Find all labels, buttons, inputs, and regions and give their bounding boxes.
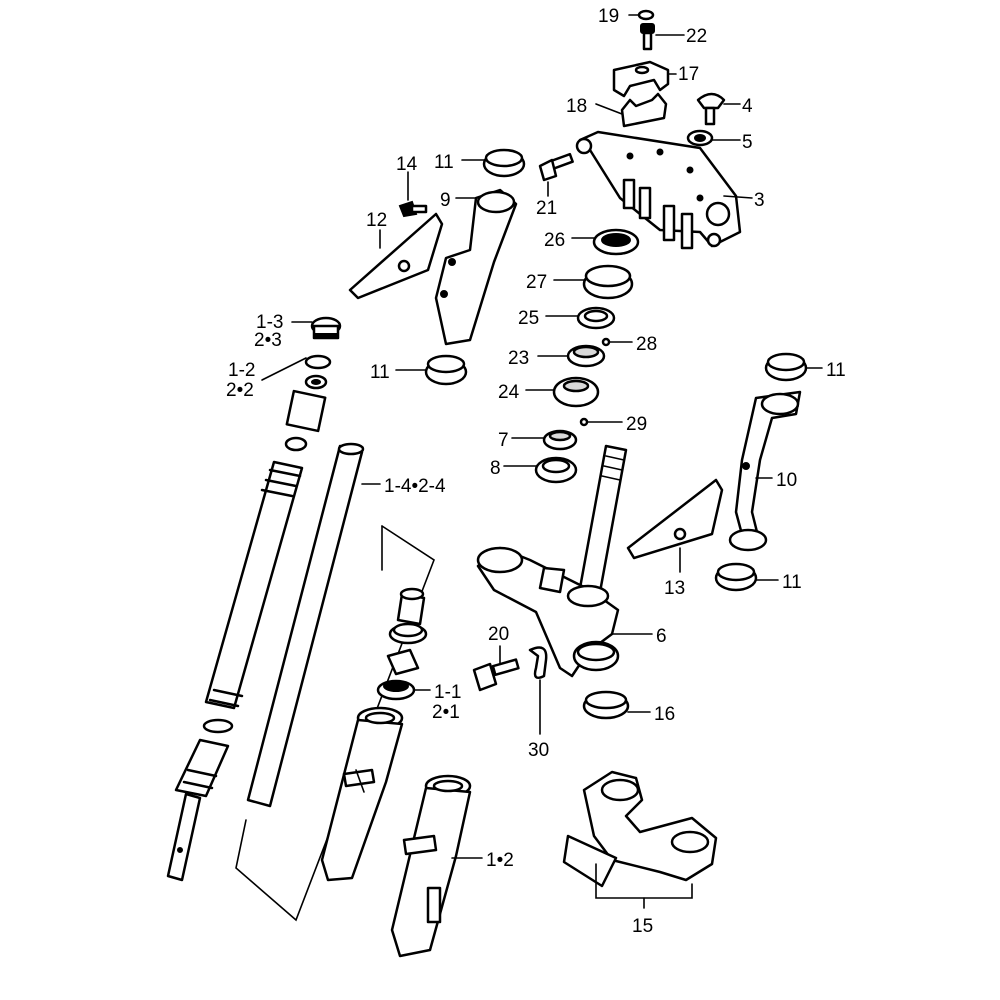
part-1-2-oring bbox=[261, 354, 332, 390]
label-1-4-2-4: 1-4•2-4 bbox=[384, 476, 446, 497]
part-11-seal-top bbox=[461, 148, 526, 178]
label-19: 19 bbox=[598, 6, 619, 27]
label-2-3: 2•3 bbox=[254, 330, 282, 351]
part-26-race bbox=[571, 228, 640, 256]
part-28-ball bbox=[601, 337, 633, 347]
part-12-plate-left bbox=[348, 212, 444, 300]
part-1-3-fork-cap-bolt bbox=[291, 316, 342, 340]
label-9: 9 bbox=[440, 190, 451, 211]
label-11-right-bottom: 11 bbox=[782, 572, 802, 593]
label-21: 21 bbox=[536, 198, 557, 219]
label-16: 16 bbox=[654, 704, 675, 725]
part-13-plate-right bbox=[626, 478, 724, 573]
part-30-clip bbox=[528, 646, 548, 735]
label-11-left: 11 bbox=[370, 362, 390, 383]
part-1-1-seal-set bbox=[376, 587, 431, 701]
label-1-3: 1-3 bbox=[256, 312, 283, 333]
label-4: 4 bbox=[742, 96, 753, 117]
label-25: 25 bbox=[518, 308, 539, 329]
label-8: 8 bbox=[490, 458, 501, 479]
label-6: 6 bbox=[656, 626, 667, 647]
label-24: 24 bbox=[498, 382, 520, 403]
part-18-lower-clamp bbox=[595, 92, 668, 128]
part-labels: 19 22 17 18 4 5 3 21 14 11 9 12 26 27 25… bbox=[226, 6, 846, 937]
label-1-2-slider: 1•2 bbox=[486, 850, 514, 871]
tube-outline-band bbox=[235, 525, 435, 922]
label-11-right-top: 11 bbox=[826, 360, 846, 381]
label-18: 18 bbox=[566, 96, 587, 117]
part-16-seal bbox=[582, 690, 651, 720]
part-fork-spring-rod bbox=[166, 460, 304, 882]
part-spacer-tube bbox=[284, 389, 327, 452]
label-30: 30 bbox=[528, 740, 549, 761]
part-3-top-bridge bbox=[575, 130, 753, 250]
label-17: 17 bbox=[678, 64, 699, 85]
label-1-2: 1-2 bbox=[228, 360, 255, 381]
part-25-bearing-race bbox=[545, 306, 616, 330]
label-15: 15 bbox=[632, 916, 653, 937]
label-14: 14 bbox=[396, 154, 418, 175]
part-24-cone-race bbox=[525, 376, 600, 408]
part-10-fork-bracket-right bbox=[728, 390, 802, 552]
label-26: 26 bbox=[544, 230, 565, 251]
part-11-seal-left bbox=[395, 354, 468, 386]
part-outer-slider-right bbox=[390, 774, 483, 958]
part-17-upper-clamp bbox=[612, 60, 677, 98]
part-7-bearing-lower bbox=[511, 429, 578, 451]
label-11-top: 11 bbox=[434, 152, 454, 173]
part-4-bolt bbox=[696, 92, 741, 126]
part-20-bolt bbox=[472, 645, 520, 692]
label-10: 10 bbox=[776, 470, 797, 491]
label-1-1: 1-1 bbox=[434, 682, 461, 703]
label-20: 20 bbox=[488, 624, 509, 645]
label-3: 3 bbox=[754, 190, 765, 211]
part-23-bearing bbox=[537, 344, 606, 368]
label-2-2: 2•2 bbox=[226, 380, 254, 401]
label-13: 13 bbox=[664, 578, 685, 599]
part-11-seal-right-top bbox=[764, 352, 823, 382]
label-29: 29 bbox=[626, 414, 647, 435]
part-9-fork-bracket-left bbox=[434, 188, 518, 346]
part-15-bridge-assembly bbox=[562, 770, 718, 909]
part-14-bolt bbox=[398, 171, 428, 218]
part-27-dust-seal bbox=[553, 264, 634, 300]
label-23: 23 bbox=[508, 348, 529, 369]
label-2-1: 2•1 bbox=[432, 702, 460, 723]
part-8-race-lower bbox=[503, 456, 578, 484]
part-22-bolt bbox=[640, 23, 685, 51]
part-21-bolt bbox=[538, 152, 574, 197]
part-11-seal-right-bottom bbox=[714, 562, 779, 592]
label-7: 7 bbox=[498, 430, 509, 451]
part-29-ball bbox=[579, 417, 623, 427]
part-5-washer bbox=[686, 129, 741, 147]
label-28: 28 bbox=[636, 334, 657, 355]
part-outer-slider-left bbox=[320, 706, 404, 882]
part-1-4-inner-tube bbox=[246, 442, 381, 808]
part-6-steering-stem bbox=[476, 444, 653, 678]
label-5: 5 bbox=[742, 132, 753, 153]
label-12: 12 bbox=[366, 210, 387, 231]
label-22: 22 bbox=[686, 26, 707, 47]
part-19-washer bbox=[628, 9, 655, 21]
label-27: 27 bbox=[526, 272, 547, 293]
